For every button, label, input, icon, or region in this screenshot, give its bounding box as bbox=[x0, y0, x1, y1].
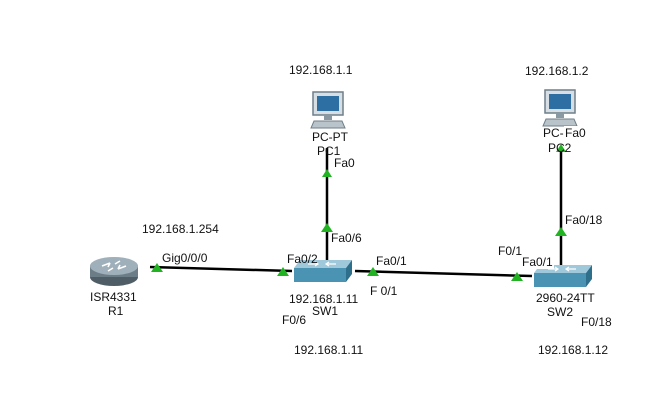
sw1-name-label: SW1 bbox=[312, 304, 339, 318]
router-name-label: R1 bbox=[108, 304, 124, 318]
router-icon[interactable] bbox=[88, 254, 140, 288]
link-status-up-icon bbox=[151, 263, 163, 272]
link-r1-sw1[interactable] bbox=[149, 265, 293, 273]
link-status-up-icon bbox=[511, 272, 523, 281]
pc1-model-label: PC-PT bbox=[312, 130, 348, 144]
pc-icon[interactable] bbox=[310, 91, 346, 129]
link-sw1-sw2[interactable] bbox=[354, 269, 533, 278]
port-label-pc1-fa0: Fa0 bbox=[333, 156, 356, 170]
link-status-up-icon bbox=[277, 267, 289, 276]
pc2-ip-label: 192.168.1.2 bbox=[525, 64, 589, 78]
port-label-sw1-f01: F 0/1 bbox=[370, 284, 398, 298]
sw2-ip-label: 192.168.1.12 bbox=[538, 343, 609, 357]
link-status-up-icon bbox=[321, 223, 333, 232]
sw2-name-label: SW2 bbox=[547, 305, 574, 319]
port-label-sw2-f018: F0/18 bbox=[581, 315, 612, 329]
pc1-name-label: PC1 bbox=[317, 144, 341, 158]
sw1-ip-label: 192.168.1.11 bbox=[288, 292, 360, 306]
port-label-sw2-fa01: Fa0/1 bbox=[521, 255, 554, 269]
port-label-sw2-f01: F0/1 bbox=[498, 244, 523, 258]
port-label-sw2-fa018: Fa0/18 bbox=[565, 213, 603, 227]
router-ip-label: 192.168.1.254 bbox=[142, 222, 219, 236]
sw2-model-label: 2960-24TT bbox=[536, 291, 595, 305]
port-label-sw1-fa01: Fa0/1 bbox=[376, 254, 407, 268]
link-status-up-icon bbox=[556, 144, 566, 152]
link-status-up-icon bbox=[555, 227, 567, 236]
port-label-r1-gig: Gig0/0/0 bbox=[162, 251, 208, 265]
port-label-sw1-fa06: Fa0/6 bbox=[331, 231, 362, 245]
port-label-sw1-fa02: Fa0/2 bbox=[287, 252, 318, 266]
port-label-pc2-fa0: Fa0 bbox=[564, 126, 587, 140]
port-label-sw1-f06: F0/6 bbox=[282, 313, 307, 327]
pc-icon[interactable] bbox=[542, 89, 578, 127]
switch-icon[interactable] bbox=[292, 258, 354, 284]
link-status-up-icon bbox=[322, 169, 332, 177]
sw1-ip-bottom-label: 192.168.1.11 bbox=[294, 343, 364, 357]
pc2-name-label: PC2 bbox=[548, 141, 572, 155]
router-model-label: ISR4331 bbox=[90, 290, 137, 304]
link-status-up-icon bbox=[367, 267, 379, 276]
pc1-ip-label: 192.168.1.1 bbox=[289, 63, 353, 77]
